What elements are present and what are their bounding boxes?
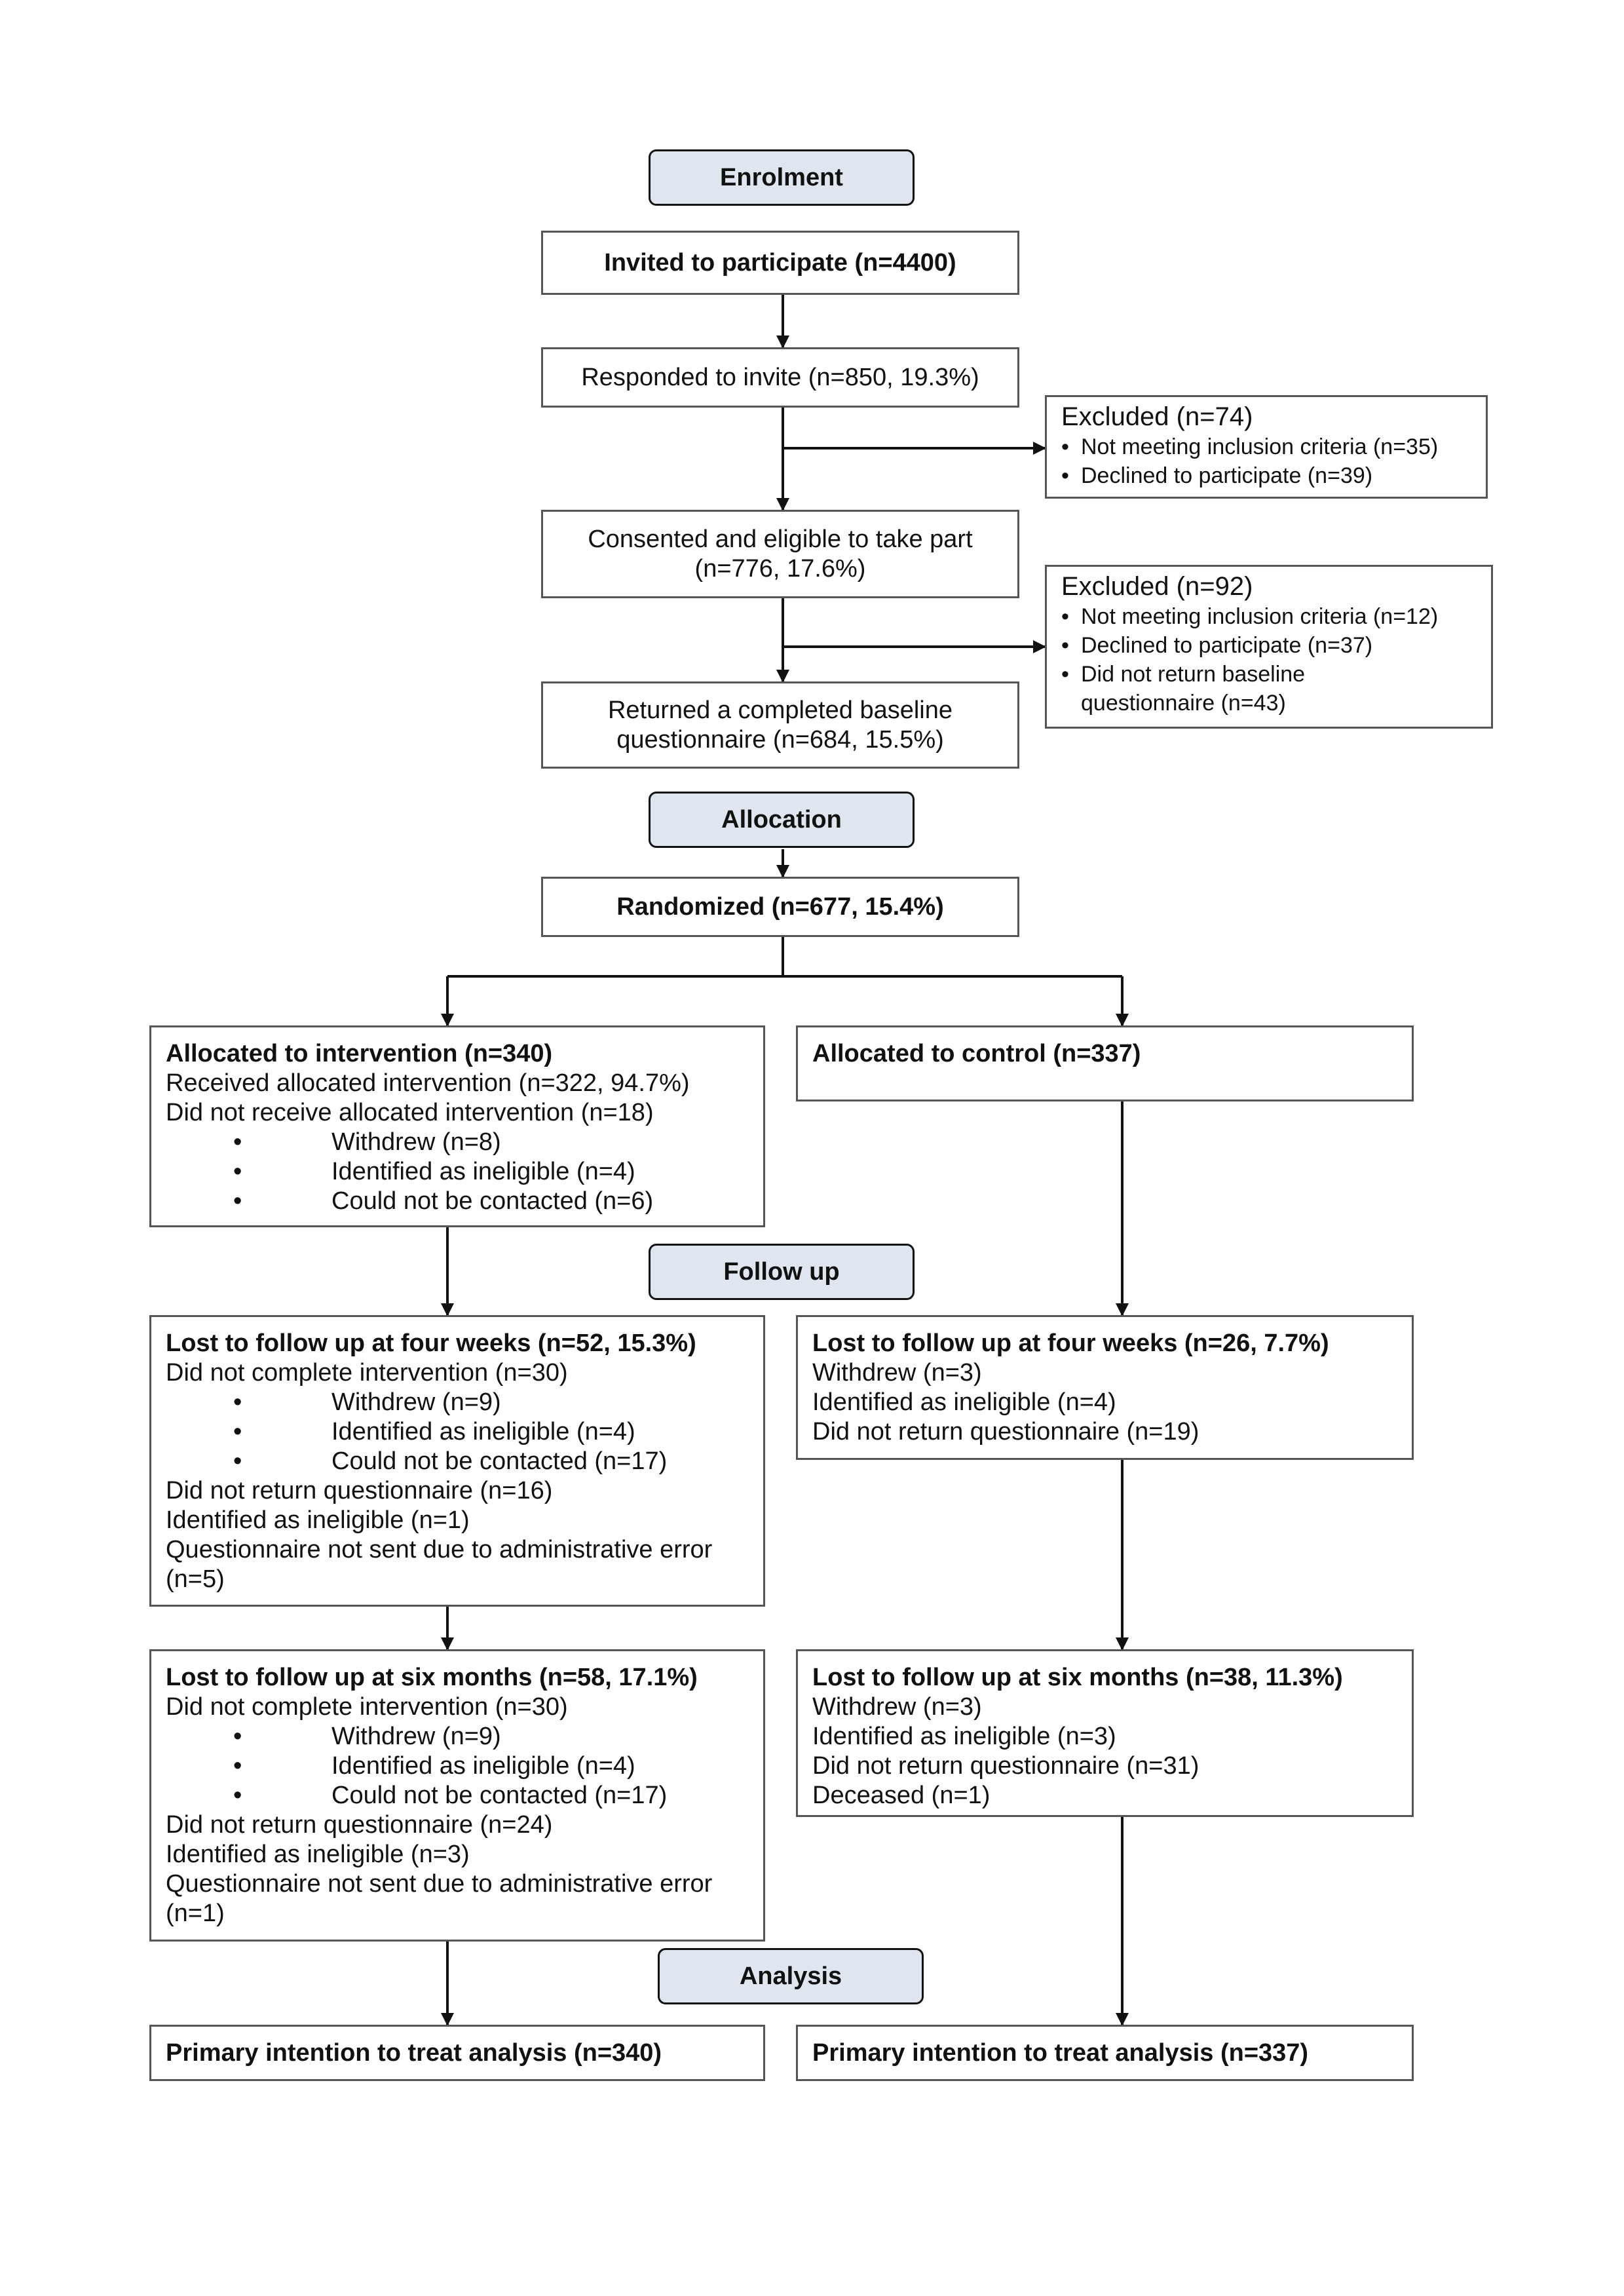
itt-intervention-text: Primary intention to treat analysis (n=3… <box>166 2039 662 2067</box>
itt-intervention-box: Primary intention to treat analysis (n=3… <box>149 2025 765 2081</box>
control-six-months-title: Lost to follow up at six months (n=38, 1… <box>812 1664 1343 1691</box>
control-six-months-line: Did not return questionnaire (n=31) <box>812 1752 1199 1780</box>
stage-enrolment: Enrolment <box>649 149 915 206</box>
intervention-six-months-line: Identified as ineligible (n=3) <box>166 1841 470 1868</box>
baseline-line-1: Returned a completed baseline <box>607 696 953 724</box>
intervention-four-weeks-title: Lost to follow up at four weeks (n=52, 1… <box>166 1330 696 1357</box>
excluded-1-item: Not meeting inclusion criteria (n=35) <box>1061 432 1486 461</box>
consented-line-1: Consented and eligible to take part <box>588 525 973 553</box>
stage-follow-up: Follow up <box>649 1244 915 1300</box>
randomized-text: Randomized (n=677, 15.4%) <box>616 892 944 921</box>
intervention-four-weeks-line: Did not return questionnaire (n=16) <box>166 1477 553 1504</box>
intervention-four-weeks-box: Lost to follow up at four weeks (n=52, 1… <box>149 1315 765 1607</box>
excluded-box-1: Excluded (n=74) Not meeting inclusion cr… <box>1045 395 1488 499</box>
intervention-allocation-box: Allocated to intervention (n=340) Receiv… <box>149 1025 765 1227</box>
excluded-2-item: Not meeting inclusion criteria (n=12) <box>1061 602 1491 631</box>
itt-control-text: Primary intention to treat analysis (n=3… <box>812 2039 1309 2067</box>
responded-text: Responded to invite (n=850, 19.3%) <box>581 363 979 391</box>
invited-text: Invited to participate (n=4400) <box>604 248 956 277</box>
intervention-four-weeks-line: (n=5) <box>166 1565 225 1593</box>
excluded-2-title: Excluded (n=92) <box>1061 572 1253 601</box>
intervention-six-months-line: Questionnaire not sent due to administra… <box>166 1870 713 1898</box>
intervention-not-received: Did not receive allocated intervention (… <box>166 1099 654 1126</box>
control-allocation-box: Allocated to control (n=337) <box>796 1025 1414 1101</box>
excluded-2-item-continued: questionnaire (n=43) <box>1081 691 1286 716</box>
baseline-line-2: questionnaire (n=684, 15.5%) <box>616 725 944 754</box>
intervention-received: Received allocated intervention (n=322, … <box>166 1069 690 1097</box>
control-allocation-title: Allocated to control (n=337) <box>812 1040 1141 1067</box>
control-four-weeks-title: Lost to follow up at four weeks (n=26, 7… <box>812 1330 1329 1357</box>
intervention-reason-item: Withdrew (n=8) <box>166 1128 763 1157</box>
intervention-six-months-line: (n=1) <box>166 1900 225 1927</box>
control-six-months-line: Identified as ineligible (n=3) <box>812 1723 1116 1750</box>
consented-box: Consented and eligible to take part (n=7… <box>541 510 1019 598</box>
intervention-six-months-not-complete: Did not complete intervention (n=30) <box>166 1693 568 1721</box>
randomized-box: Randomized (n=677, 15.4%) <box>541 877 1019 937</box>
intervention-six-months-line: Did not return questionnaire (n=24) <box>166 1811 553 1839</box>
intervention-six-months-box: Lost to follow up at six months (n=58, 1… <box>149 1649 765 1942</box>
responded-box: Responded to invite (n=850, 19.3%) <box>541 347 1019 408</box>
intervention-six-months-title: Lost to follow up at six months (n=58, 1… <box>166 1664 698 1691</box>
excluded-2-item: Did not return baseline <box>1061 660 1491 689</box>
intervention-four-weeks-line: Identified as ineligible (n=1) <box>166 1506 470 1534</box>
control-six-months-box: Lost to follow up at six months (n=38, 1… <box>796 1649 1414 1817</box>
control-four-weeks-line: Did not return questionnaire (n=19) <box>812 1418 1199 1445</box>
invited-box: Invited to participate (n=4400) <box>541 231 1019 295</box>
excluded-2-item: Declined to participate (n=37) <box>1061 631 1491 660</box>
intervention-six-months-reason: Could not be contacted (n=17) <box>166 1781 763 1810</box>
itt-control-box: Primary intention to treat analysis (n=3… <box>796 2025 1414 2081</box>
control-four-weeks-box: Lost to follow up at four weeks (n=26, 7… <box>796 1315 1414 1460</box>
stage-analysis: Analysis <box>658 1948 924 2004</box>
control-four-weeks-line: Identified as ineligible (n=4) <box>812 1388 1116 1416</box>
intervention-four-weeks-line: Questionnaire not sent due to administra… <box>166 1536 713 1563</box>
intervention-four-weeks-not-complete: Did not complete intervention (n=30) <box>166 1359 568 1387</box>
intervention-six-months-reason: Withdrew (n=9) <box>166 1722 763 1751</box>
stage-allocation: Allocation <box>649 792 915 848</box>
baseline-box: Returned a completed baseline questionna… <box>541 681 1019 769</box>
intervention-reason-item: Identified as ineligible (n=4) <box>166 1157 763 1187</box>
control-four-weeks-line: Withdrew (n=3) <box>812 1359 982 1387</box>
intervention-allocation-title: Allocated to intervention (n=340) <box>166 1040 553 1067</box>
excluded-1-item: Declined to participate (n=39) <box>1061 461 1486 490</box>
control-six-months-line: Withdrew (n=3) <box>812 1693 982 1721</box>
intervention-four-weeks-reason: Withdrew (n=9) <box>166 1388 763 1417</box>
control-six-months-line: Deceased (n=1) <box>812 1782 991 1809</box>
excluded-1-title: Excluded (n=74) <box>1061 402 1253 431</box>
excluded-box-2: Excluded (n=92) Not meeting inclusion cr… <box>1045 565 1493 729</box>
intervention-six-months-reason: Identified as ineligible (n=4) <box>166 1751 763 1781</box>
intervention-four-weeks-reason: Identified as ineligible (n=4) <box>166 1417 763 1447</box>
intervention-four-weeks-reason: Could not be contacted (n=17) <box>166 1447 763 1476</box>
consented-line-2: (n=776, 17.6%) <box>694 554 866 583</box>
intervention-reason-item: Could not be contacted (n=6) <box>166 1187 763 1216</box>
